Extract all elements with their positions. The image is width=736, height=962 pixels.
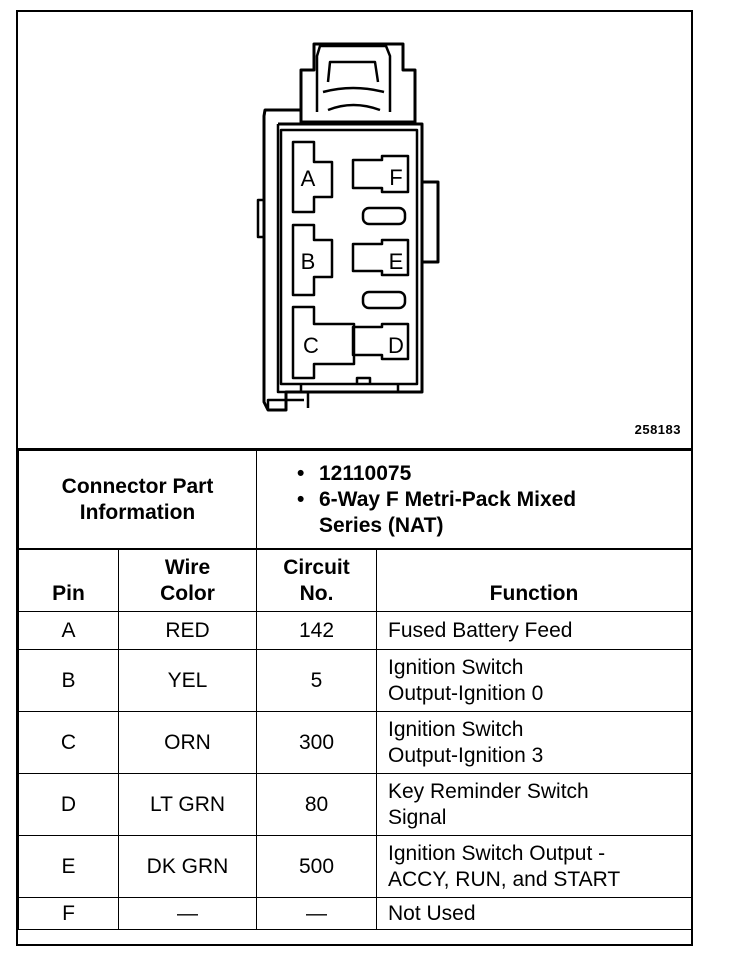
cavity-d — [351, 322, 410, 361]
cell-pin: B — [18, 649, 119, 712]
cell-function: Ignition Switch Output - ACCY, RUN, and … — [376, 835, 692, 898]
connector-latch-outline — [299, 42, 417, 122]
cell-pin: F — [18, 897, 119, 930]
pinout-header-row: Pin Wire Color Circuit No. Function — [18, 548, 692, 612]
cavity-b — [291, 223, 334, 297]
table-row: E DK GRN 500 Ignition Switch Output - AC… — [18, 835, 692, 898]
cell-circuit: 500 — [256, 835, 377, 898]
connector-face-illustration: A F B E C D — [256, 42, 440, 412]
connector-info-item: • 6-Way F Metri-Pack Mixed Series (NAT) — [297, 487, 691, 539]
bullet-icon: • — [297, 462, 305, 485]
connector-info-row: Connector Part Information • 12110075 • … — [18, 450, 692, 550]
cell-pin: A — [18, 611, 119, 650]
cavity-label-d: D — [388, 333, 404, 358]
cell-pin: D — [18, 773, 119, 836]
connector-info-label-line1: Connector Part — [61, 475, 214, 498]
connector-info-table: Connector Part Information • 12110075 • … — [18, 450, 692, 550]
connector-slot-upper — [361, 206, 407, 226]
table-row: B YEL 5 Ignition Switch Output-Ignition … — [18, 649, 692, 712]
cell-circuit: 80 — [256, 773, 377, 836]
cell-wire-color: RED — [118, 611, 257, 650]
cell-circuit: 142 — [256, 611, 377, 650]
cell-function: Key Reminder Switch Signal — [376, 773, 692, 836]
header-pin: Pin — [18, 548, 119, 612]
cell-pin: E — [18, 835, 119, 898]
connector-drawing-panel: A F B E C D 258183 — [18, 12, 691, 450]
cell-wire-color: DK GRN — [118, 835, 257, 898]
figure-id: 258183 — [634, 422, 681, 437]
header-circuit-no: Circuit No. — [256, 548, 377, 612]
connector-side-tab-right — [422, 180, 440, 264]
header-function: Function — [376, 548, 692, 612]
connector-info-list: • 12110075 • 6-Way F Metri-Pack Mixed Se… — [256, 450, 692, 550]
connector-type-line1: 6-Way F Metri-Pack Mixed — [319, 488, 577, 511]
cell-pin: C — [18, 711, 119, 774]
cavity-e — [351, 238, 410, 277]
cavity-label-e: E — [389, 249, 404, 274]
cell-wire-color: ORN — [118, 711, 257, 774]
cell-function: Ignition Switch Output-Ignition 0 — [376, 649, 692, 712]
cell-function: Not Used — [376, 897, 692, 930]
connector-housing-outline — [262, 108, 424, 412]
cavity-label-a: A — [301, 166, 316, 191]
connector-face — [279, 128, 419, 386]
cell-circuit: — — [256, 897, 377, 930]
cell-circuit: 5 — [256, 649, 377, 712]
connector-slot-lower — [361, 290, 407, 310]
connector-info-label-line2: Information — [79, 501, 196, 524]
cavity-c — [291, 305, 356, 380]
connector-latch-inner — [315, 44, 392, 112]
connector-side-tab-left — [256, 198, 264, 239]
cell-function: Fused Battery Feed — [376, 611, 692, 650]
cavity-label-b: B — [301, 249, 316, 274]
connector-type-line2: Series (NAT) — [319, 514, 444, 537]
cell-wire-color: LT GRN — [118, 773, 257, 836]
table-row: A RED 142 Fused Battery Feed — [18, 611, 692, 650]
cell-circuit: 300 — [256, 711, 377, 774]
document-frame: A F B E C D 258183 Connector Part Inform… — [16, 10, 693, 946]
cell-wire-color: — — [118, 897, 257, 930]
bullet-icon: • — [297, 488, 305, 511]
cell-wire-color: YEL — [118, 649, 257, 712]
header-wire-color: Wire Color — [118, 548, 257, 612]
cavity-f — [351, 154, 410, 194]
table-row: F — — Not Used — [18, 897, 692, 930]
table-row: C ORN 300 Ignition Switch Output-Ignitio… — [18, 711, 692, 774]
cavity-label-f: F — [389, 165, 402, 190]
connector-info-label: Connector Part Information — [18, 450, 257, 550]
cavity-label-c: C — [303, 333, 319, 358]
cell-function: Ignition Switch Output-Ignition 3 — [376, 711, 692, 774]
part-number: 12110075 — [319, 462, 412, 485]
connector-info-item: • 12110075 — [297, 461, 691, 487]
table-row: D LT GRN 80 Key Reminder Switch Signal — [18, 773, 692, 836]
cavity-a — [291, 140, 334, 214]
pinout-table: Pin Wire Color Circuit No. Function A RE… — [18, 548, 692, 930]
